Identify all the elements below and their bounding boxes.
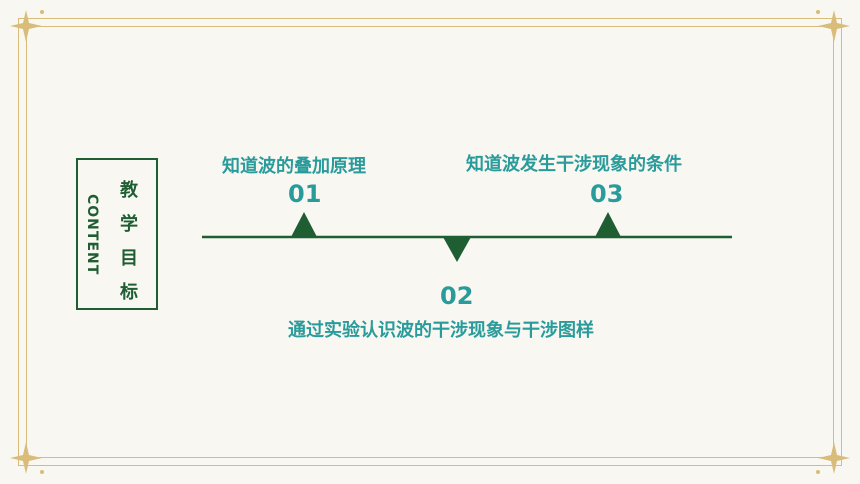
marker-up-03 [595, 212, 621, 237]
sparkle-top-left-icon [10, 10, 44, 42]
sparkle-bottom-right-icon [816, 442, 850, 474]
marker-up-01 [291, 212, 317, 237]
goal-char-3: 目 [120, 248, 138, 269]
item-02-title: 通过实验认识波的干涉现象与干涉图样 [288, 320, 594, 341]
marker-down-02 [443, 237, 471, 262]
sparkle-top-right-icon [816, 10, 850, 42]
item-01-title: 知道波的叠加原理 [222, 156, 366, 177]
goal-char-2: 学 [120, 214, 138, 235]
sparkle-bottom-left-icon [10, 442, 44, 474]
item-02-number: 02 [440, 282, 474, 310]
item-03-number: 03 [590, 180, 624, 208]
item-01-number: 01 [288, 180, 322, 208]
inner-frame [26, 26, 834, 458]
content-vertical-label: CONTENT [84, 194, 100, 276]
outer-frame [18, 18, 842, 466]
item-03-title: 知道波发生干涉现象的条件 [466, 154, 682, 175]
goal-char-1: 教 [120, 180, 138, 201]
goal-char-4: 标 [120, 282, 138, 303]
content-title-box [76, 158, 158, 310]
